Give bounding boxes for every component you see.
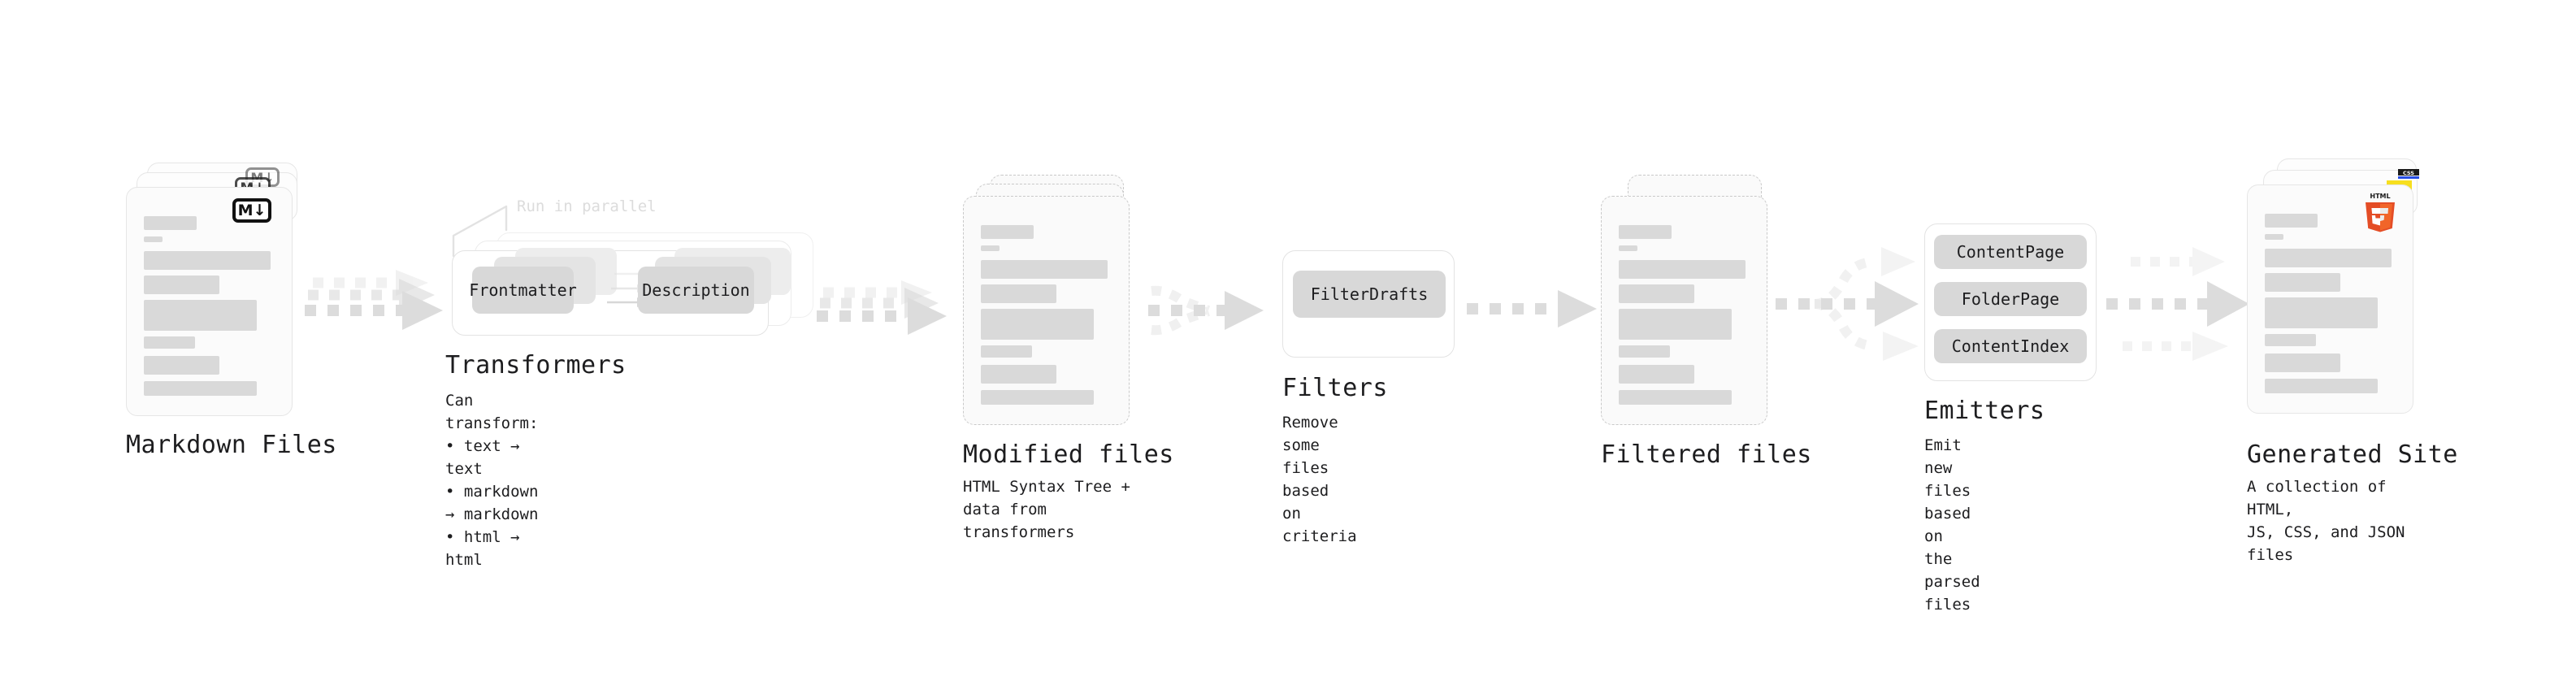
stage-title: Generated Site [2247, 440, 2458, 469]
stage-description: Remove some files based on criteria [1282, 414, 1357, 545]
filtered-file-stack [1601, 175, 1788, 427]
stage-title: Filtered files [1601, 440, 1812, 469]
skeleton-bar [144, 251, 271, 270]
stage-description: A collection of HTML, JS, CSS, and JSON … [2247, 478, 2405, 564]
skeleton-bar [1619, 309, 1732, 340]
skeleton-bar [144, 275, 219, 294]
skeleton-bar [981, 365, 1056, 384]
skeleton-bar [2265, 354, 2340, 372]
generated-site-stack: CSS HTML [2247, 158, 2442, 427]
filter-chip-filterdrafts[interactable]: FilterDrafts [1293, 271, 1446, 318]
stage-markdown-files: M↓ M↓ M↓ Markdown Files [126, 163, 336, 459]
emitter-chip-contentpage[interactable]: ContentPage [1934, 235, 2087, 269]
site-card-html: HTML [2247, 184, 2413, 414]
skeleton-bar [2265, 249, 2392, 267]
skeleton-bar [1619, 225, 1672, 239]
skeleton-bar [144, 236, 163, 242]
stage-description: Can transform: • text → text • markdown … [445, 392, 539, 569]
skeleton-bar [144, 381, 257, 396]
skeleton-bar [144, 216, 197, 230]
modified-card-front [963, 196, 1130, 425]
skeleton-bar [2265, 273, 2340, 292]
skeleton-bar [1619, 345, 1670, 358]
skeleton-bar [1619, 245, 1637, 251]
skeleton-bar [144, 356, 219, 375]
skeleton-bar [144, 336, 195, 349]
arrow-transformers-to-modified [817, 280, 947, 335]
stage-description: Emit new files based on the parsed files [1924, 436, 1980, 614]
skeleton-bar [981, 309, 1094, 340]
skeleton-bar [981, 260, 1108, 279]
emitter-chip-contentindex[interactable]: ContentIndex [1934, 329, 2087, 363]
skeleton-bar [1619, 390, 1732, 405]
skeleton-bar [2265, 214, 2318, 228]
skeleton-bar [981, 345, 1032, 358]
stage-title: Emitters [1924, 397, 2045, 425]
stage-title: Modified files [963, 440, 1174, 469]
skeleton-bar [1619, 365, 1694, 384]
arrow-markdown-to-transformers [305, 270, 443, 330]
skeleton-bar [1619, 260, 1746, 279]
skeleton-bar [2265, 379, 2378, 393]
markdown-file-stack: M↓ M↓ M↓ [126, 163, 313, 423]
skeleton-bar [981, 245, 1000, 251]
transformer-chip-frontmatter[interactable]: Frontmatter [469, 267, 577, 314]
arrow-filters-to-filtered [1467, 290, 1597, 327]
svg-text:HTML: HTML [2370, 193, 2390, 200]
stage-modified-files: Modified files HTML Syntax Tree + data f… [963, 175, 1173, 541]
stage-filtered-files: Filtered files [1601, 175, 1811, 469]
skeleton-bar [981, 390, 1094, 405]
stage-generated-site: CSS HTML [2247, 158, 2457, 564]
stage-title: Filters [1282, 374, 1388, 402]
filtered-card-front [1601, 196, 1767, 425]
skeleton-bar [144, 300, 257, 331]
stage-title: Markdown Files [126, 431, 337, 459]
stage-description: HTML Syntax Tree + data from transformer… [963, 478, 1130, 541]
stage-title: Transformers [445, 351, 627, 380]
modified-file-stack [963, 175, 1150, 427]
emitter-chip-folderpage[interactable]: FolderPage [1934, 282, 2087, 316]
skeleton-bar [2265, 334, 2316, 346]
arrow-modified-to-filters [1148, 285, 1264, 336]
skeleton-bar [1619, 284, 1694, 303]
run-in-parallel-annotation: Run in parallel [517, 197, 657, 215]
transformer-chip-description[interactable]: Description [638, 267, 754, 314]
skeleton-bar [2265, 234, 2283, 240]
html5-icon: HTML [2366, 193, 2395, 232]
skeleton-bar [2265, 297, 2378, 328]
markdown-icon: M↓ [232, 198, 271, 223]
skeleton-bar [981, 284, 1056, 303]
skeleton-bar [981, 225, 1034, 239]
markdown-card-front: M↓ [126, 187, 293, 416]
